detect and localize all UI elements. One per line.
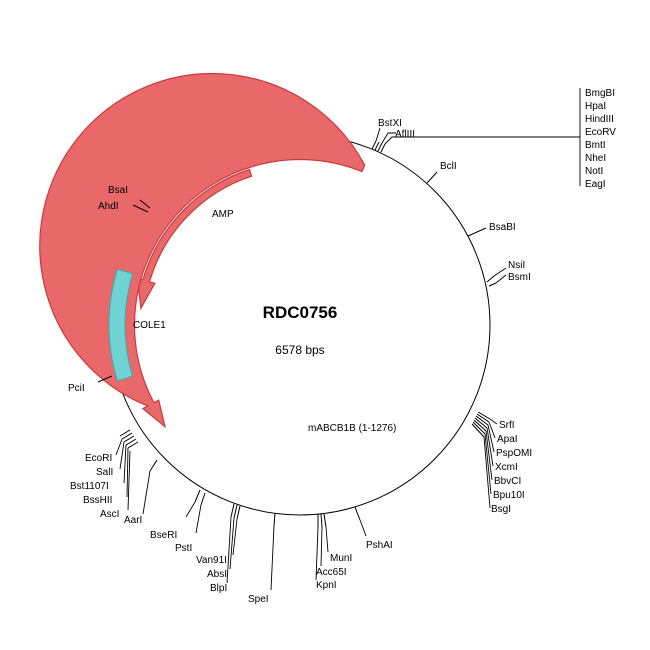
site-label-blpi[interactable]: BlpI bbox=[210, 583, 227, 594]
site-label-nsii[interactable]: NsiI bbox=[508, 260, 525, 271]
site-label-bsai[interactable]: BsaI bbox=[108, 185, 128, 196]
cole1-origin-box[interactable] bbox=[108, 268, 134, 382]
site-ticks bbox=[97, 88, 581, 591]
mabcb1b-feature-arrow[interactable] bbox=[39, 72, 366, 429]
site-label-sali[interactable]: SalI bbox=[96, 467, 113, 478]
site-label-ahdi[interactable]: AhdI bbox=[98, 201, 119, 212]
site-label-ecori[interactable]: EcoRI bbox=[85, 453, 112, 464]
cole1-feature-label: COLE1 bbox=[133, 320, 166, 331]
site-label-nhei[interactable]: NheI bbox=[585, 153, 606, 164]
site-label-bsmi[interactable]: BsmI bbox=[508, 272, 531, 283]
plasmid-name-title: RDC0756 bbox=[263, 303, 338, 322]
site-label-pcii[interactable]: PciI bbox=[68, 383, 85, 394]
site-label-bsgi[interactable]: BsgI bbox=[491, 504, 511, 515]
site-label-aari[interactable]: AarI bbox=[124, 515, 142, 526]
site-label-srfi[interactable]: SrfI bbox=[499, 420, 515, 431]
amp-feature-arrow[interactable] bbox=[136, 168, 253, 311]
site-label-apai[interactable]: ApaI bbox=[497, 434, 518, 445]
site-label-bbvci[interactable]: BbvCI bbox=[494, 476, 521, 487]
site-label-asci[interactable]: AscI bbox=[100, 509, 119, 520]
amp-feature-label: AMP bbox=[212, 209, 234, 220]
site-label-hpai[interactable]: HpaI bbox=[585, 101, 606, 112]
site-label-eagi[interactable]: EagI bbox=[585, 179, 606, 190]
site-label-pshai[interactable]: PshAI bbox=[366, 540, 393, 551]
site-label-hindiii[interactable]: HindIII bbox=[585, 114, 614, 125]
site-label-muni[interactable]: MunI bbox=[330, 553, 352, 564]
site-label-kpni[interactable]: KpnI bbox=[316, 580, 337, 591]
site-label-bcli[interactable]: BclI bbox=[440, 161, 457, 172]
site-label-psti[interactable]: PstI bbox=[175, 543, 192, 554]
site-label-bst1107i[interactable]: Bst1107I bbox=[70, 481, 109, 492]
site-label-noti[interactable]: NotI bbox=[585, 166, 603, 177]
site-label-bpu10i[interactable]: Bpu10I bbox=[493, 490, 525, 501]
site-label-acc65i[interactable]: Acc65I bbox=[316, 567, 347, 578]
site-label-bsshii[interactable]: BssHII bbox=[83, 495, 112, 506]
site-label-bmgbi[interactable]: BmgBI bbox=[585, 88, 615, 99]
site-label-bstxi[interactable]: BstXI bbox=[378, 118, 402, 129]
site-label-bmti[interactable]: BmtI bbox=[585, 140, 606, 151]
site-label-absi[interactable]: AbsI bbox=[207, 569, 227, 580]
site-label-xcmi[interactable]: XcmI bbox=[495, 462, 518, 473]
mabcb1b-feature-label: mABCB1B (1-1276) bbox=[308, 423, 396, 434]
site-label-spei[interactable]: SpeI bbox=[248, 594, 269, 605]
site-label-van91i[interactable]: Van91I bbox=[196, 555, 227, 566]
site-label-pspomi[interactable]: PspOMI bbox=[496, 448, 532, 459]
site-labels: BstXI AflIII BmgBI HpaI HindIII EcoRV Bm… bbox=[68, 88, 616, 605]
site-label-ecorv[interactable]: EcoRV bbox=[585, 127, 616, 138]
site-label-afliii[interactable]: AflIII bbox=[395, 129, 415, 140]
site-label-bsabi[interactable]: BsaBI bbox=[489, 222, 516, 233]
plasmid-size-label: 6578 bps bbox=[275, 343, 324, 357]
site-label-bseri[interactable]: BseRI bbox=[150, 530, 177, 541]
